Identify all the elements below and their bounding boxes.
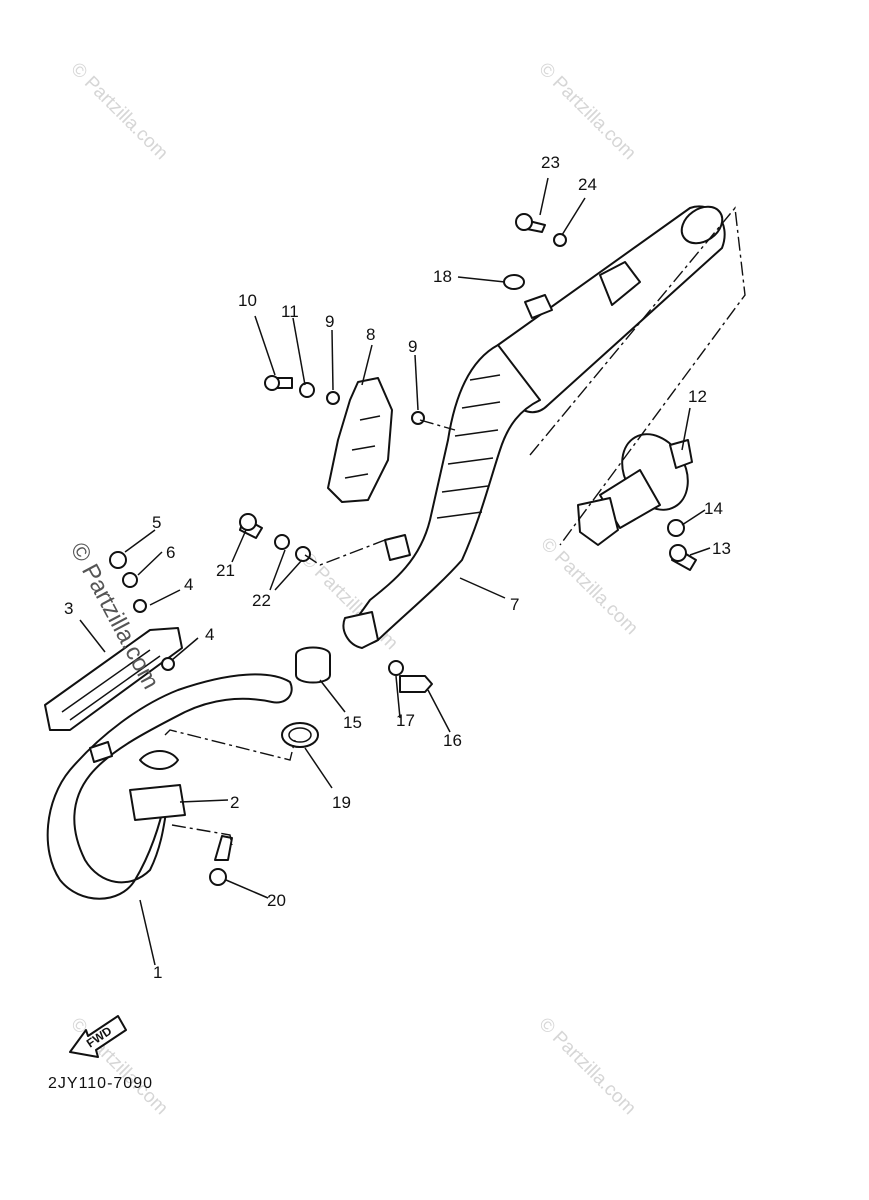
callout-4: 4 (184, 575, 193, 594)
callout-1: 1 (153, 963, 162, 982)
callout-18: 18 (433, 267, 452, 286)
callout-11: 11 (281, 302, 299, 321)
callout-17: 17 (396, 711, 415, 730)
tail-pipe (577, 433, 693, 546)
callout-24: 24 (578, 175, 597, 194)
watermark-layer: © Partzilla.com © Partzilla.com © Partzi… (66, 59, 641, 1119)
callout-21: 21 (216, 561, 235, 580)
diagram-code: 2JY110-7090 (48, 1075, 153, 1092)
callout-14: 14 (704, 499, 723, 518)
callout-12: 12 (688, 387, 707, 406)
callout-20: 20 (267, 891, 286, 910)
watermark: © Partzilla.com (534, 1014, 639, 1119)
callout-23: 23 (541, 153, 560, 172)
callout-4: 4 (205, 625, 214, 644)
callout-8: 8 (366, 325, 375, 344)
watermark: © Partzilla.com (536, 534, 641, 639)
heat-protector (327, 377, 393, 503)
small-parts (109, 213, 697, 886)
muffler (342, 205, 726, 649)
callout-10: 10 (238, 291, 257, 310)
exhaust-pipe (46, 673, 293, 900)
callout-3: 3 (64, 599, 73, 618)
callout-5: 5 (152, 513, 161, 532)
callout-15: 15 (343, 713, 362, 732)
callout-9: 9 (408, 337, 417, 356)
watermark: © Partzilla.com (534, 59, 639, 164)
callout-19: 19 (332, 793, 351, 812)
callout-7: 7 (510, 595, 519, 614)
callouts: 1 2 3 4 4 5 6 7 8 9 9 10 11 12 13 14 15 … (64, 153, 731, 982)
callout-22: 22 (252, 591, 271, 610)
callout-2: 2 (230, 793, 239, 812)
callout-16: 16 (443, 731, 462, 750)
callout-6: 6 (166, 543, 175, 562)
leader-lines (79, 177, 746, 966)
callout-13: 13 (712, 539, 731, 558)
pipe-protector (44, 627, 183, 731)
watermark: © Partzilla.com (66, 59, 171, 164)
callout-9: 9 (325, 312, 334, 331)
